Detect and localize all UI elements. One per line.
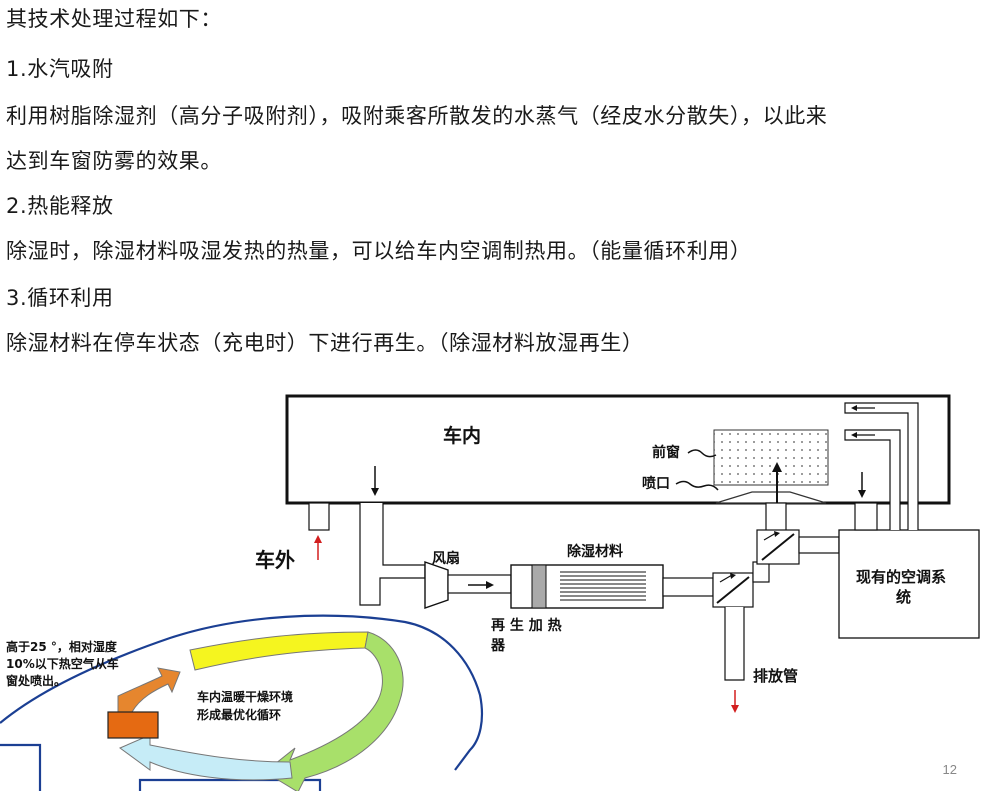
- return-duct-lower: [844, 429, 901, 530]
- paragraph-2: 除湿时，除湿材料吸湿发热的热量，可以给车内空调制热用。（能量循环利用）: [6, 239, 752, 263]
- page-number: 12: [942, 762, 957, 777]
- nozzle-funnel: [715, 491, 827, 504]
- hvac-box: [838, 529, 980, 639]
- outside-inlet: [308, 502, 330, 531]
- blue-flow: [119, 734, 293, 781]
- fan: [424, 561, 449, 609]
- regen-heater-label-2: 器: [490, 638, 506, 654]
- heater-box: [107, 711, 159, 739]
- regen-heater-label-1: 再 生 加 热: [491, 617, 562, 634]
- fan-label: 风扇: [432, 550, 460, 567]
- front-window: [713, 429, 829, 486]
- cabin-label: 车内: [443, 424, 481, 447]
- car-outline: [0, 614, 484, 771]
- orange-arrow: [117, 667, 181, 713]
- heading-recycling: 3.循环利用: [6, 286, 114, 310]
- car-loop-2: 形成最优化循环: [197, 707, 281, 722]
- exhaust-pipe: [724, 607, 745, 681]
- cabin-box: [285, 394, 951, 505]
- yellow-flow: [189, 631, 369, 671]
- hvac-label-1: 现有的空调系: [856, 568, 946, 586]
- nozzle-label: 喷口: [642, 475, 670, 492]
- return-duct-upper: [844, 402, 919, 530]
- intake-duct: [359, 503, 426, 606]
- car-note-1: 高于25 °，相对湿度: [6, 639, 118, 654]
- desiccant-label: 除湿材料: [567, 543, 623, 560]
- heading-water-adsorption: 1.水汽吸附: [6, 57, 114, 81]
- exhaust-label: 排放管: [753, 667, 798, 685]
- front-window-label: 前窗: [652, 444, 680, 461]
- outside-label: 车外: [255, 548, 295, 572]
- car-loop-1: 车内温暖干燥环境: [197, 689, 293, 704]
- paragraph-3: 除湿材料在停车状态（充电时）下进行再生。（除湿材料放湿再生）: [6, 331, 644, 355]
- heading-heat-release: 2.热能释放: [6, 194, 114, 218]
- hvac-label-2: 统: [896, 588, 911, 606]
- car-note-2: 10%以下热空气从车: [6, 656, 119, 671]
- paragraph-1-line-1: 利用树脂除湿剂（高分子吸附剂），吸附乘客所散发的水蒸气（经皮水分散失），以此来: [6, 104, 828, 128]
- car-note-3: 窗处喷出。: [6, 673, 66, 688]
- paragraph-1-line-2: 达到车窗防雾的效果。: [6, 149, 222, 173]
- intro-text: 其技术处理过程如下：: [6, 7, 222, 31]
